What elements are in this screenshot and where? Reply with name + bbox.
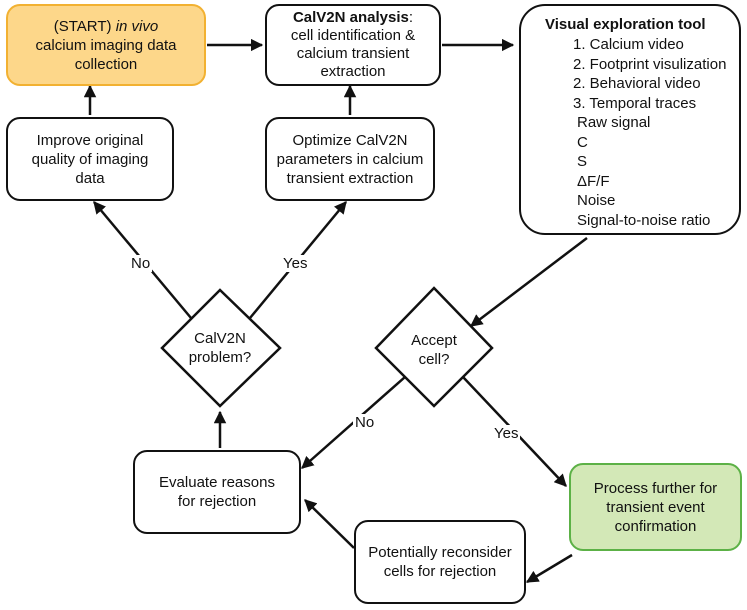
tool-item-calcium-video: 1. Calcium video bbox=[573, 36, 684, 53]
visual-exploration-tool-box: Visual exploration tool 1. Calcium video… bbox=[519, 4, 741, 235]
optimize-box: Optimize CalV2N parameters in calcium tr… bbox=[265, 117, 435, 201]
tool-subitem-raw-signal: Raw signal bbox=[577, 114, 651, 131]
text-line: calcium transient bbox=[291, 45, 415, 63]
analysis-box: CalV2N analysis:cell identification &cal… bbox=[265, 4, 441, 86]
tool-item-behavioral-video: 2. Behavioral video bbox=[573, 75, 701, 92]
evaluate-line-2: for rejection bbox=[177, 493, 257, 510]
text-fragment: (START) bbox=[53, 17, 116, 35]
improve-line-3: data bbox=[75, 169, 105, 187]
problem-line-2: problem? bbox=[188, 349, 252, 366]
tool-subitem-snr: Signal-to-noise ratio bbox=[577, 211, 711, 229]
text-line: calcium imaging data bbox=[36, 36, 177, 55]
text-fragment: calcium transient bbox=[296, 45, 410, 62]
text-fragment: cell identification & bbox=[290, 27, 416, 44]
problem-diamond-text: CalV2N problem? bbox=[170, 328, 270, 368]
improve-line-1: Improve original bbox=[36, 131, 144, 149]
arrow-process-to-reconsider bbox=[525, 553, 573, 584]
tool-subitem-noise: Noise bbox=[577, 192, 616, 209]
reconsider-box: Potentially reconsider cells for rejecti… bbox=[354, 520, 526, 604]
text-line: cell identification & bbox=[291, 27, 415, 45]
tool-subitem-c: C bbox=[577, 133, 588, 151]
optimize-line-3: transient extraction bbox=[286, 169, 414, 187]
tool-title: Visual exploration tool bbox=[545, 16, 706, 33]
accept-line-2: cell? bbox=[418, 351, 450, 368]
edge-label-accept-no: No bbox=[353, 414, 377, 431]
edge-label-problem-no: No bbox=[129, 255, 153, 272]
improve-box: Improve original quality of imaging data bbox=[6, 117, 174, 201]
evaluate-line-1: Evaluate reasons bbox=[159, 474, 275, 491]
text-fragment: in vivo bbox=[115, 17, 159, 35]
reconsider-line-2: cells for rejection bbox=[383, 563, 497, 580]
process-line-1: Process further for bbox=[593, 479, 718, 497]
text-line: extraction bbox=[291, 63, 415, 81]
tool-item-footprint: 2. Footprint visulization bbox=[573, 55, 727, 73]
accept-line-1: Accept bbox=[411, 332, 457, 349]
optimize-line-2: parameters in calcium bbox=[276, 150, 424, 168]
text-line: CalV2N analysis: bbox=[291, 9, 415, 27]
text-fragment: calcium imaging data bbox=[35, 36, 177, 54]
process-box: Process further for transient event conf… bbox=[569, 463, 742, 551]
improve-line-2: quality of imaging bbox=[31, 150, 149, 168]
evaluate-box: Evaluate reasons for rejection bbox=[133, 450, 301, 534]
text-fragment: collection bbox=[74, 55, 138, 73]
text-fragment: extraction bbox=[320, 63, 386, 80]
accept-diamond bbox=[374, 286, 494, 408]
text-fragment: CalV2N analysis bbox=[292, 9, 409, 26]
analysis-lines: CalV2N analysis:cell identification &cal… bbox=[291, 9, 415, 81]
tool-subitem-s: S bbox=[577, 153, 588, 170]
problem-line-1: CalV2N bbox=[194, 330, 246, 347]
edge-label-problem-yes: Yes bbox=[281, 255, 310, 272]
text-line: (START) in vivo bbox=[36, 17, 177, 36]
process-line-3: confirmation bbox=[614, 517, 697, 535]
optimize-line-1: Optimize CalV2N bbox=[292, 131, 408, 149]
tool-item-temporal-traces: 3. Temporal traces bbox=[573, 94, 697, 112]
accept-diamond-text: Accept cell? bbox=[394, 330, 474, 370]
problem-diamond bbox=[160, 288, 282, 408]
edge-label-accept-yes: Yes bbox=[492, 425, 521, 442]
reconsider-line-1: Potentially reconsider bbox=[368, 544, 512, 561]
text-line: collection bbox=[36, 55, 177, 74]
arrow-tool-to-accept bbox=[470, 237, 588, 327]
process-line-2: transient event bbox=[606, 498, 705, 516]
arrow-reconsider-to-evaluate bbox=[304, 499, 355, 549]
tool-subitem-dff: ΔF/F bbox=[577, 172, 610, 190]
text-fragment: : bbox=[408, 9, 414, 26]
